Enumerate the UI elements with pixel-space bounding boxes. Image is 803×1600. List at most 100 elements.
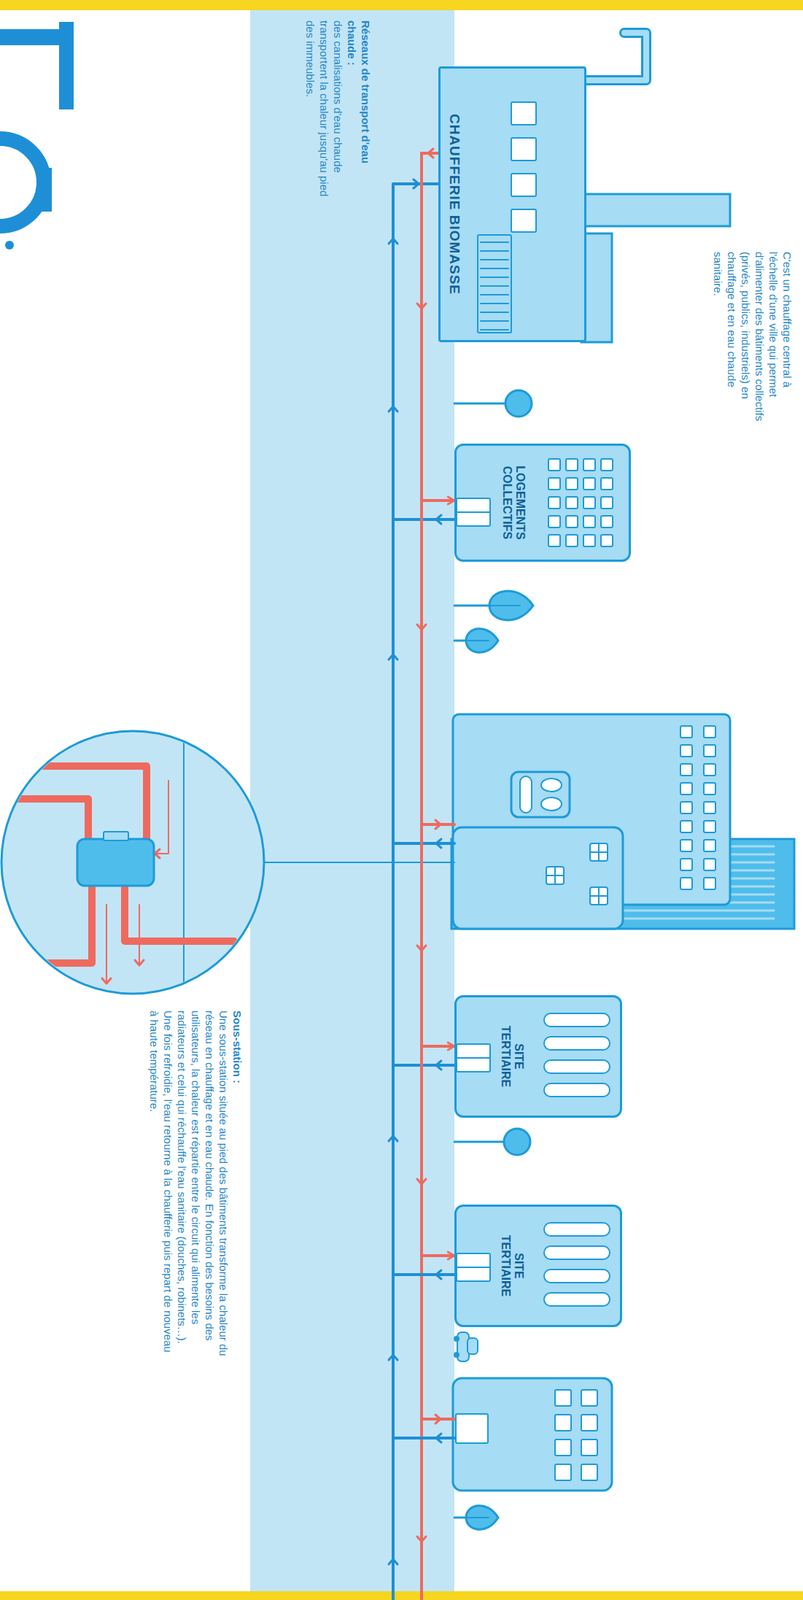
window bbox=[581, 1438, 598, 1456]
tree bbox=[466, 1505, 499, 1530]
gauge bbox=[541, 778, 562, 792]
substation-pipe bbox=[0, 798, 89, 839]
chimney bbox=[580, 194, 731, 227]
tree-trunk bbox=[454, 639, 467, 642]
flow-chevron bbox=[388, 1135, 398, 1141]
flow-chevron bbox=[134, 959, 144, 965]
window bbox=[565, 458, 578, 471]
logo-dot bbox=[5, 240, 14, 250]
house-building bbox=[452, 827, 623, 929]
grille-bar bbox=[480, 241, 509, 243]
substation-inset bbox=[0, 729, 265, 1000]
flow-chevron bbox=[435, 819, 441, 829]
building-cluster bbox=[451, 714, 795, 929]
boiler-plant: CHAUFFERIE BIOMASSE bbox=[438, 66, 587, 343]
flow-chevron bbox=[102, 978, 111, 984]
window bbox=[544, 1222, 610, 1236]
window bbox=[511, 173, 537, 197]
window-bar bbox=[598, 843, 600, 861]
window bbox=[555, 1414, 572, 1431]
window bbox=[703, 839, 716, 852]
window bbox=[680, 877, 693, 890]
logo-fragment bbox=[0, 21, 74, 250]
tree-trunk bbox=[454, 1516, 467, 1519]
window bbox=[703, 858, 716, 871]
grille-bar bbox=[480, 258, 509, 261]
grille-bar bbox=[480, 320, 509, 322]
logo-stroke bbox=[0, 138, 44, 227]
return-branch bbox=[393, 1436, 455, 1439]
window bbox=[544, 1245, 610, 1259]
tree bbox=[489, 590, 534, 620]
heat-exchanger bbox=[77, 838, 154, 886]
flow-chevron bbox=[436, 514, 442, 524]
return-branch bbox=[393, 841, 455, 845]
frame-bar bbox=[0, 0, 803, 11]
office-building: SITE TERTIAIRE bbox=[454, 994, 623, 1118]
window bbox=[555, 1438, 572, 1456]
window bbox=[581, 1463, 598, 1480]
vent-grille bbox=[477, 234, 512, 333]
window bbox=[600, 496, 613, 509]
window bbox=[565, 496, 578, 509]
building-name: SITE TERTIAIRE bbox=[498, 1012, 526, 1100]
window bbox=[548, 534, 561, 547]
grille-bar bbox=[480, 267, 509, 270]
flow-chevron bbox=[436, 1060, 442, 1070]
car-roof bbox=[467, 1337, 478, 1354]
window bbox=[565, 515, 578, 528]
wheel bbox=[453, 1351, 460, 1358]
window bbox=[680, 782, 693, 795]
callout-heading: Réseaux de transport d'eau chaude : bbox=[344, 20, 373, 203]
flow-chevron bbox=[388, 1558, 398, 1564]
door bbox=[456, 498, 491, 526]
window bbox=[703, 725, 716, 738]
window bbox=[680, 801, 693, 814]
window bbox=[703, 744, 716, 757]
window bbox=[583, 477, 596, 490]
tree bbox=[503, 1128, 531, 1155]
window bbox=[583, 515, 596, 528]
return-branch bbox=[393, 1272, 455, 1276]
window bbox=[583, 458, 596, 471]
window bbox=[680, 839, 693, 852]
door bbox=[456, 1043, 491, 1072]
window bbox=[511, 102, 537, 125]
callout-heading: Sous-station : bbox=[230, 1010, 245, 1361]
window bbox=[703, 763, 716, 776]
ground-band bbox=[250, 0, 455, 1600]
window bbox=[548, 477, 561, 490]
tree-trunk bbox=[454, 1140, 504, 1143]
window bbox=[600, 477, 613, 490]
return-pipe bbox=[393, 183, 439, 1600]
roof-pipe bbox=[584, 32, 647, 81]
flow-arrow bbox=[138, 904, 141, 963]
window bbox=[680, 858, 693, 871]
grille-bar bbox=[480, 302, 509, 305]
window bbox=[600, 534, 613, 547]
tree-vein bbox=[466, 1516, 489, 1518]
flow-arrow bbox=[156, 780, 169, 854]
inset-border bbox=[1, 730, 265, 994]
door-line bbox=[456, 1056, 491, 1059]
window bbox=[680, 725, 693, 738]
window bbox=[590, 886, 608, 905]
gauge bbox=[520, 776, 532, 813]
flow-chevron bbox=[388, 238, 398, 244]
window bbox=[583, 534, 596, 547]
exchanger-port bbox=[103, 831, 129, 841]
window bbox=[548, 515, 561, 528]
flow-chevron bbox=[413, 179, 419, 189]
window bbox=[703, 877, 716, 890]
building-detail bbox=[452, 445, 629, 564]
window bbox=[511, 137, 537, 161]
window bbox=[583, 496, 596, 509]
window bbox=[600, 515, 613, 528]
housing-building: LOGEMENTS COLLECTIFS bbox=[454, 443, 631, 562]
inset-ground bbox=[1, 730, 265, 994]
substation-box bbox=[511, 771, 570, 817]
window bbox=[581, 1389, 598, 1406]
flow-chevron bbox=[388, 654, 398, 660]
